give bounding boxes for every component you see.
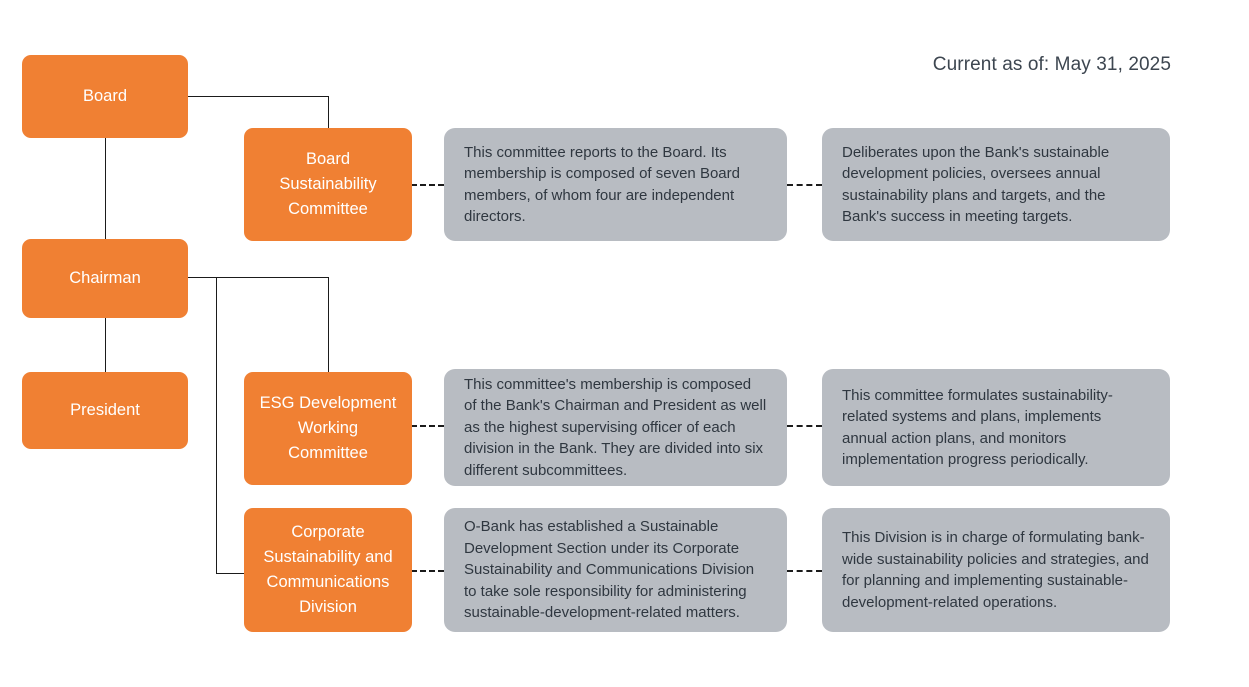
node-chairman[interactable]: Chairman	[22, 239, 188, 318]
node-board[interactable]: Board	[22, 55, 188, 138]
connector-division-horizontal	[216, 573, 246, 574]
connector-chairman-to-president	[105, 318, 106, 373]
desc-division-duties-text: This Division is in charge of formulatin…	[842, 529, 1149, 611]
node-division-label: Corporate Sustainability and Communicati…	[263, 523, 393, 616]
dash-bsc-to-desc	[411, 184, 444, 186]
connector-chairman-to-division-vertical	[216, 277, 217, 574]
node-esg-label: ESG Development Working Committee	[259, 394, 397, 462]
desc-bsc-membership: This committee reports to the Board. Its…	[444, 128, 787, 241]
dash-esc-desc1-to-desc2	[787, 184, 822, 186]
node-board-label: Board	[82, 87, 128, 105]
connector-board-to-bsc-vertical	[328, 96, 329, 129]
desc-division-membership: O-Bank has established a Sustainable Dev…	[444, 508, 787, 632]
connector-chairman-horizontal	[188, 277, 329, 278]
desc-esg-membership: This committee's membership is composed …	[444, 369, 787, 486]
desc-bsc-duties: Deliberates upon the Bank's sustainable …	[822, 128, 1170, 241]
desc-bsc-duties-text: Deliberates upon the Bank's sustainable …	[842, 143, 1110, 226]
desc-esg-membership-text: This committee's membership is composed …	[464, 375, 767, 479]
dash-division-desc1-to-desc2	[787, 570, 822, 572]
desc-esg-duties: This committee formulates sustainability…	[822, 369, 1170, 486]
dash-division-to-desc	[411, 570, 444, 572]
node-esg-development-working-committee[interactable]: ESG Development Working Committee	[244, 372, 412, 485]
connector-board-horizontal	[188, 96, 329, 97]
dash-esg-desc1-to-desc2	[787, 425, 822, 427]
current-as-of-label: Current as of: May 31, 2025	[932, 54, 1171, 75]
node-president-label: President	[70, 401, 140, 419]
desc-division-duties: This Division is in charge of formulatin…	[822, 508, 1170, 632]
connector-chairman-to-esg-vertical	[328, 277, 329, 373]
desc-division-membership-text: O-Bank has established a Sustainable Dev…	[464, 518, 755, 622]
node-chairman-label: Chairman	[69, 269, 141, 287]
desc-bsc-membership-text: This committee reports to the Board. Its…	[464, 143, 740, 226]
desc-esg-duties-text: This committee formulates sustainability…	[842, 386, 1113, 469]
node-bsc-label: Board Sustainability Committee	[279, 150, 377, 218]
node-president[interactable]: President	[22, 372, 188, 449]
node-corporate-sustainability-division[interactable]: Corporate Sustainability and Communicati…	[244, 508, 412, 632]
dash-esg-to-desc	[411, 425, 444, 427]
node-board-sustainability-committee[interactable]: Board Sustainability Committee	[244, 128, 412, 241]
connector-board-to-chairman	[105, 138, 106, 240]
